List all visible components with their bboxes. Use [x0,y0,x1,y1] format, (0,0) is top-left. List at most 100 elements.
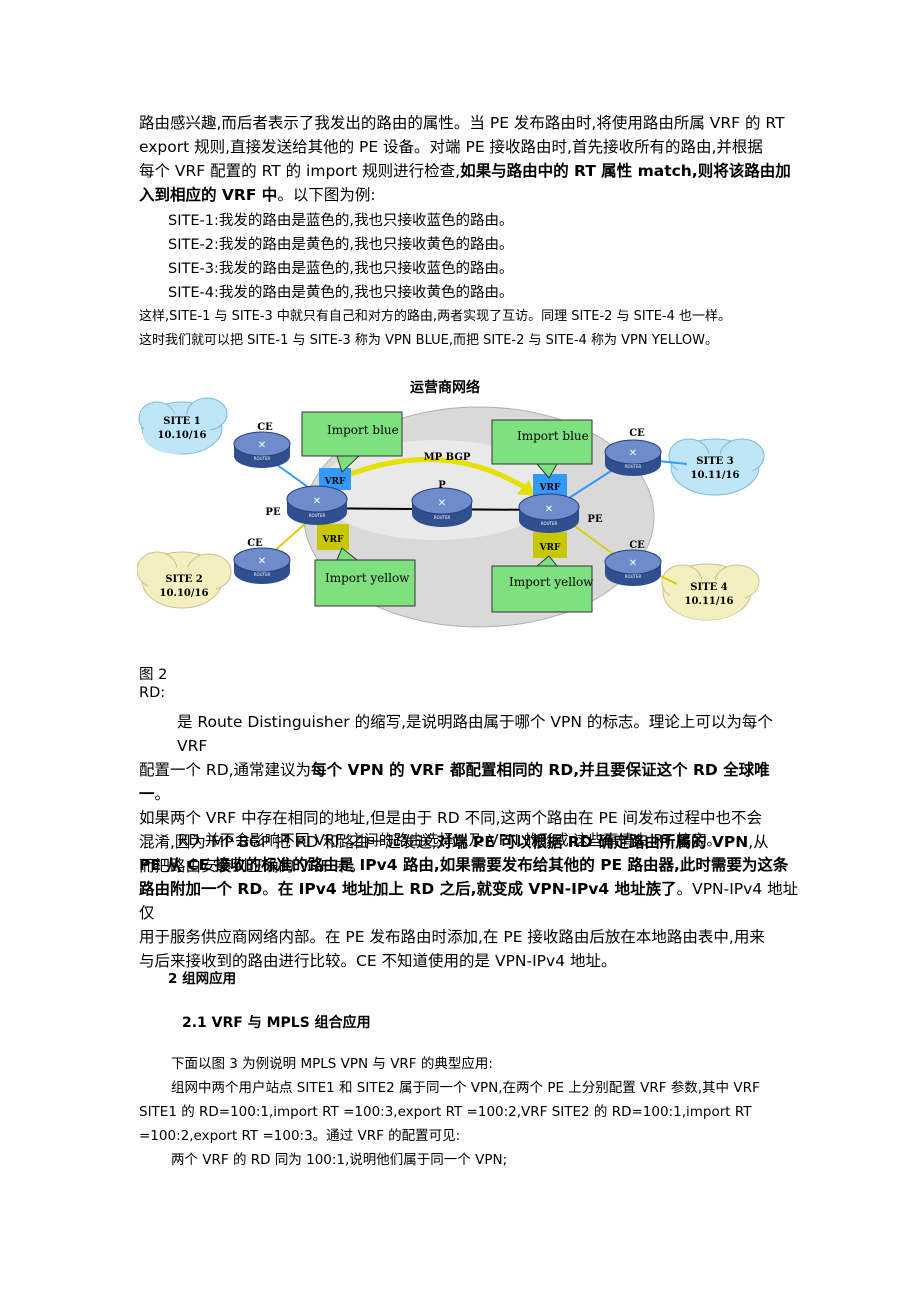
bold-text-span: 路由附加一个 RD [139,880,263,898]
site-list-item: SITE-1:我发的路由是蓝色的,我也只接收蓝色的路由。 [168,213,514,229]
svg-text:ROUTER: ROUTER [434,515,451,520]
svg-text:ROUTER: ROUTER [541,521,558,526]
p-label: P [438,480,446,491]
paragraph-rd-definition: 是 Route Distinguisher 的缩写,是说明路由属于哪个 VPN … [139,710,799,878]
text-span: 。以下图为例: [277,186,376,204]
callout-import-blue-left: Import blue [301,411,403,473]
text-line: SITE1 的 RD=100:1,import RT =100:3,export… [139,1104,752,1120]
svg-text:ROUTER: ROUTER [254,456,271,461]
site-list: SITE-1:我发的路由是蓝色的,我也只接收蓝色的路由。 SITE-2:我发的路… [168,209,828,305]
site1-cloud: SITE 1 10.10/16 [138,397,228,455]
text-span: ,从 [748,833,769,851]
svg-text:✕: ✕ [258,556,266,567]
text-span: 。 [262,880,278,898]
site3-name: SITE 3 [696,456,733,467]
site2-net: 10.10/16 [160,588,209,599]
callout-text: Import blue [327,423,399,437]
svg-text:✕: ✕ [258,440,266,451]
text-line: 路由附加一个 RD。在 IPv4 地址加上 RD 之后,就变成 VPN-IPv4… [139,877,799,925]
site2-name: SITE 2 [165,574,202,585]
section-heading: 2 组网应用 [168,971,237,987]
bold-text-line: PE 从 CE 接收的标准的路由是 IPv4 路由,如果需要发布给其他的 PE … [139,856,789,874]
callout-import-yellow-right: Import yellow [491,555,594,613]
vrf-label: VRF [539,483,561,493]
mp-bgp-arrow [325,456,531,493]
callout-import-yellow-left: Import yellow [314,547,416,607]
router-p: ✕ ROUTER P [411,480,473,527]
site-list-item: SITE-2:我发的路由是黄色的,我也只接收黄色的路由。 [168,237,514,253]
text-line: 这时我们就可以把 SITE-1 与 SITE-3 称为 VPN BLUE,而把 … [139,333,718,348]
callout-import-blue-right: Import blue [491,419,593,479]
paragraph-rt-export-import: 路由感兴趣,而后者表示了我发出的路由的属性。当 PE 发布路由时,将使用路由所属… [139,111,799,207]
svg-text:✕: ✕ [313,496,321,507]
text-line: 组网中两个用户站点 SITE1 和 SITE2 属于同一个 VPN,在两个 PE… [171,1080,760,1096]
callout-text: Import yellow [509,575,594,589]
ce-label: CE [257,422,273,433]
svg-text:✕: ✕ [545,504,553,515]
paragraph-vpn-naming: 这样,SITE-1 与 SITE-3 中就只有自己和对方的路由,两者实现了互访。… [139,305,819,353]
text-span: 混淆,因为 MP BGP 把 RD 和路由一起发送, [139,833,437,851]
text-line: 混淆,因为 MP BGP 把 RD 和路由一起发送,对端 PE 可以根据 RD … [139,830,799,854]
vrf-box-yellow-right [533,532,567,558]
site3-cloud: SITE 3 10.11/16 [668,438,765,496]
pe-label: PE [265,507,281,518]
rd-label: RD: [139,685,166,701]
site-list-item: SITE-4:我发的路由是黄色的,我也只接收黄色的路由。 [168,285,514,301]
site4-name: SITE 4 [690,582,727,593]
paragraph-mpls-example: 下面以图 3 为例说明 MPLS VPN 与 VRF 的典型应用: 组网中两个用… [139,1052,799,1172]
router-pe-left: ✕ ROUTER PE [265,485,348,525]
vrf-box-yellow-left [317,524,349,550]
vrf-label: VRF [322,535,344,545]
bold-text-span: 入到相应的 VRF 中 [139,186,278,204]
bold-text-span: 在 IPv4 地址加上 RD 之后,就变成 VPN-IPv4 地址族了 [277,880,677,898]
svg-text:ROUTER: ROUTER [309,513,326,518]
site-list-item: SITE-3:我发的路由是蓝色的,我也只接收蓝色的路由。 [168,261,514,277]
diagram-title: 运营商网络 [410,379,480,396]
text-line: 这样,SITE-1 与 SITE-3 中就只有自己和对方的路由,两者实现了互访。… [139,309,732,324]
ce-label: CE [629,428,645,439]
text-span: 配置一个 RD,通常建议为 [139,761,312,779]
vrf-label: VRF [539,543,561,553]
site2-cloud: SITE 2 10.10/16 [137,551,232,609]
router-pe-right: ✕ ROUTER PE [518,493,603,533]
callout-text: Import blue [517,429,589,443]
text-line: export 规则,直接发送给其他的 PE 设备。对端 PE 接收路由时,首先接… [139,138,763,156]
text-line: 配置一个 RD,通常建议为每个 VPN 的 VRF 都配置相同的 RD,并且要保… [139,758,799,806]
site4-net: 10.11/16 [685,596,734,607]
text-line: 而把路由安装到正确的 VRF 中。 [139,857,366,875]
vrf-label: VRF [324,477,346,487]
router-ce2: ✕ ROUTER CE [233,538,291,584]
text-line: 与后来接收到的路由进行比较。CE 不知道使用的是 VPN-IPv4 地址。 [139,952,617,970]
vrf-box-blue-right [533,474,567,496]
vpn-network-diagram: 运营商网络 SITE 1 10.10/16 SITE 2 10.10/16 S [137,379,765,628]
text-line: =100:2,export RT =100:3。通过 VRF 的配置可见: [139,1128,461,1144]
text-line: 下面以图 3 为例说明 MPLS VPN 与 VRF 的典型应用: [171,1056,493,1072]
ce-label: CE [629,540,645,551]
pe-label: PE [587,514,603,525]
text-line: 入到相应的 VRF 中。以下图为例: [139,183,799,207]
svg-text:✕: ✕ [629,448,637,459]
svg-text:ROUTER: ROUTER [254,572,271,577]
site1-name: SITE 1 [163,416,200,427]
text-span: 。VPN-IPv4 地址仅 [139,880,799,922]
callout-text: Import yellow [325,571,410,585]
paragraph-vpn-ipv4: PE 从 CE 接收的标准的路由是 IPv4 路由,如果需要发布给其他的 PE … [139,853,799,973]
text-span: 。 [154,785,171,803]
svg-text:✕: ✕ [629,558,637,569]
svg-text:ROUTER: ROUTER [625,464,642,469]
bold-text-span: 如果与路由中的 RT 属性 match,则将该路由加 [460,162,791,180]
ce-label: CE [247,538,263,549]
bold-text-span: 对端 PE 可以根据 RD 确定路由所属的 VPN [436,833,749,851]
text-line: 如果两个 VRF 中存在相同的地址,但是由于 RD 不同,这两个路由在 PE 间… [139,809,763,827]
router-ce1: ✕ ROUTER CE [233,422,291,468]
text-line: 路由感兴趣,而后者表示了我发出的路由的属性。当 PE 发布路由时,将使用路由所属… [139,114,785,132]
svg-text:ROUTER: ROUTER [625,574,642,579]
text-line: 两个 VRF 的 RD 同为 100:1,说明他们属于同一个 VPN; [171,1152,508,1168]
router-ce4: ✕ ROUTER CE [604,540,662,586]
mp-bgp-arrowhead [517,480,535,496]
text-line: 每个 VRF 配置的 RT 的 import 规则进行检查,如果与路由中的 RT… [139,159,799,183]
site3-net: 10.11/16 [691,470,740,481]
site1-net: 10.10/16 [158,430,207,441]
site4-cloud: SITE 4 10.11/16 [661,563,760,621]
